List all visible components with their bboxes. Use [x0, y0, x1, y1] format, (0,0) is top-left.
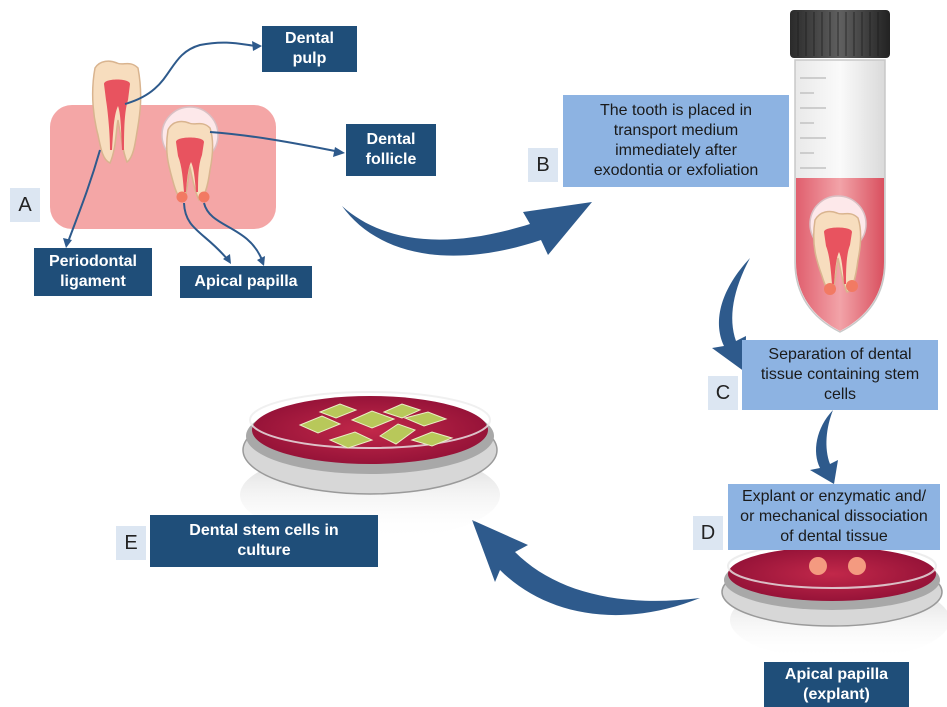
stem-cells-culture-label: Dental stem cells in culture: [150, 515, 378, 567]
flow-arrow-a-to-b: [342, 202, 592, 256]
flow-arrow-c-to-d: [810, 410, 838, 484]
step-c-text: Separation of dental tissue containing s…: [742, 340, 938, 410]
step-d-text: Explant or enzymatic and/ or mechanical …: [728, 484, 940, 550]
arrow-to-pulp: [125, 43, 256, 104]
step-letter-c: C: [708, 376, 738, 410]
apical-papilla-label: Apical papilla: [180, 266, 312, 298]
transport-tube: [790, 10, 890, 332]
apical-papilla-explant-label: Apical papilla (explant): [764, 662, 909, 707]
explant-dish: [722, 544, 947, 660]
step-letter-e: E: [116, 526, 146, 560]
gum-tissue: [50, 105, 276, 229]
dental-follicle-label: Dental follicle: [346, 124, 436, 176]
step-letter-a: A: [10, 188, 40, 222]
step-letter-b: B: [528, 148, 558, 182]
periodontal-ligament-label: Periodontal ligament: [34, 248, 152, 296]
step-b-text: The tooth is placed in transport medium …: [563, 95, 789, 187]
flow-arrow-d-to-e: [472, 520, 700, 615]
step-letter-d: D: [693, 516, 723, 550]
dental-pulp-label: Dental pulp: [262, 26, 357, 72]
